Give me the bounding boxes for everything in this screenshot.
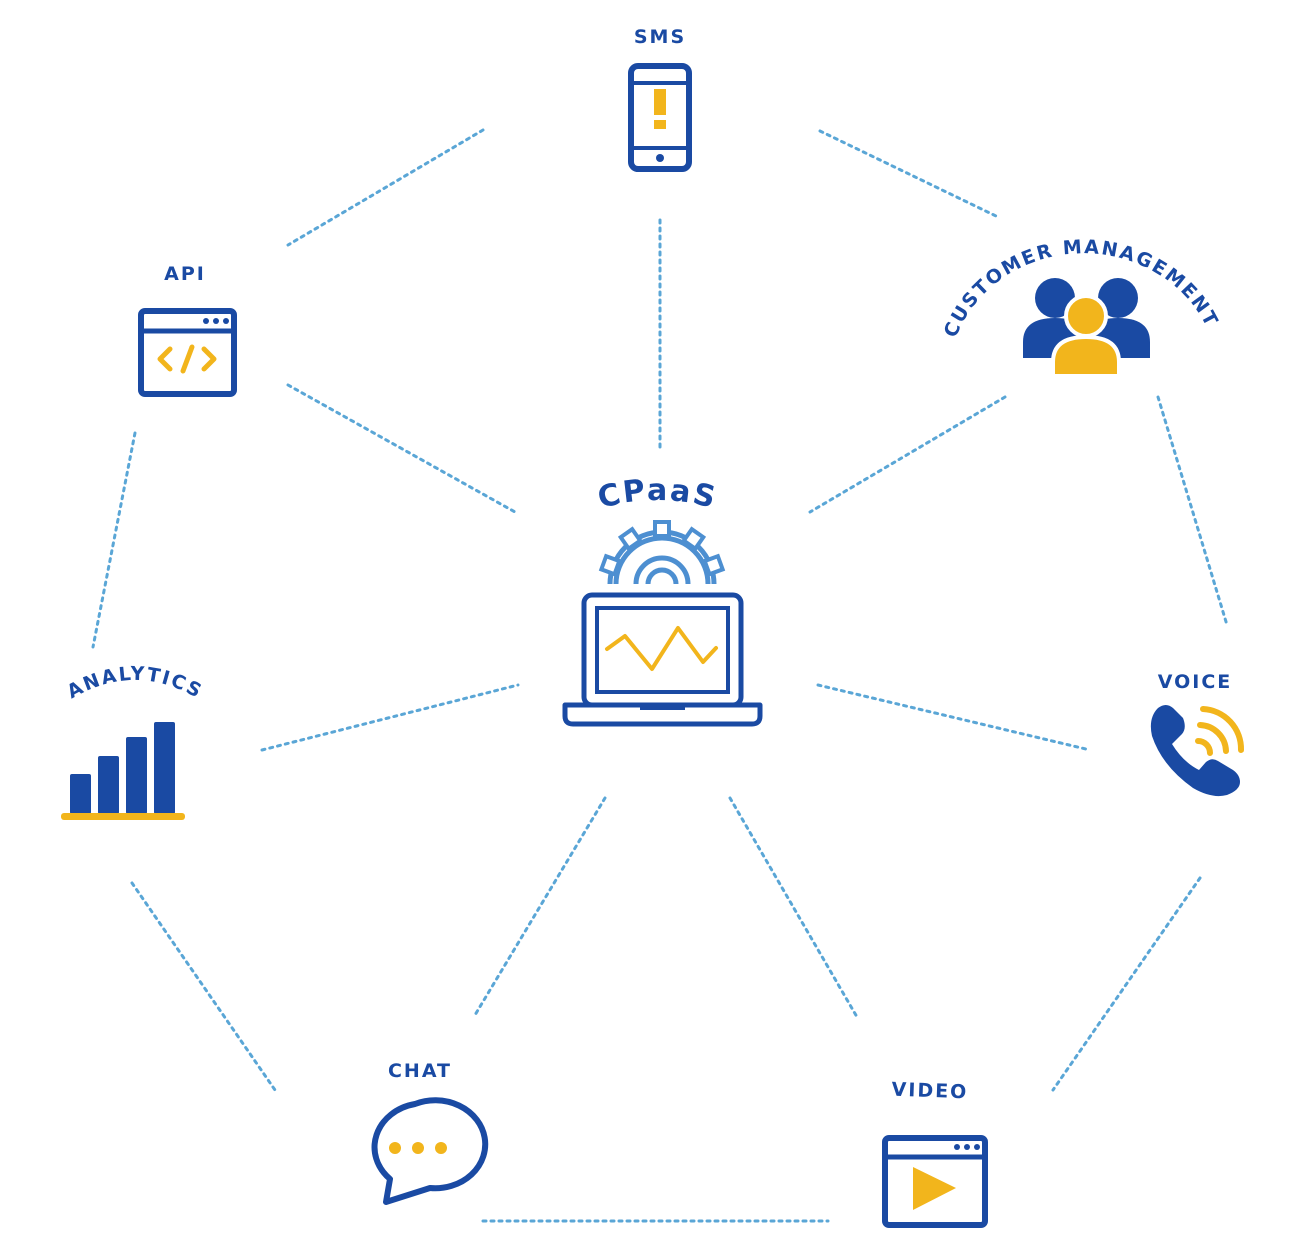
analytics-label: ANALYTICS: [63, 663, 206, 703]
video-node: VIDEO: [882, 1079, 988, 1228]
video-label: VIDEO: [891, 1079, 968, 1104]
analytics-label-path: ANALYTICS: [63, 663, 204, 703]
sms-label: SMS: [634, 26, 686, 48]
api-label: API: [164, 263, 206, 285]
phone-ringing-icon: [1150, 705, 1245, 797]
connector-lines: [91, 128, 1229, 1223]
analytics-node: ANALYTICS: [61, 663, 206, 820]
cpaas-label: CPaaS: [594, 473, 720, 516]
sms-node: SMS: [628, 26, 692, 172]
gear-icon: [598, 520, 726, 585]
api-node: API: [138, 263, 237, 397]
voice-label: VOICE: [1158, 671, 1233, 693]
code-window-icon: [138, 308, 237, 397]
people-group-icon: [1023, 278, 1150, 378]
laptop-icon: [562, 592, 763, 727]
chat-label: CHAT: [388, 1060, 452, 1082]
bar-chart-icon: [61, 722, 185, 820]
chat-bubble-icon: [371, 1097, 489, 1205]
cpaas-label-path: CPaaS: [594, 473, 718, 516]
chat-node: CHAT: [371, 1060, 489, 1205]
cpaas-center-node: CPaaS: [562, 473, 763, 727]
voice-node: VOICE: [1150, 671, 1245, 797]
customer-management-node: CUSTOMER MANAGEMENT: [940, 236, 1221, 378]
mobile-alert-icon: [628, 63, 692, 172]
video-player-icon: [882, 1135, 988, 1228]
